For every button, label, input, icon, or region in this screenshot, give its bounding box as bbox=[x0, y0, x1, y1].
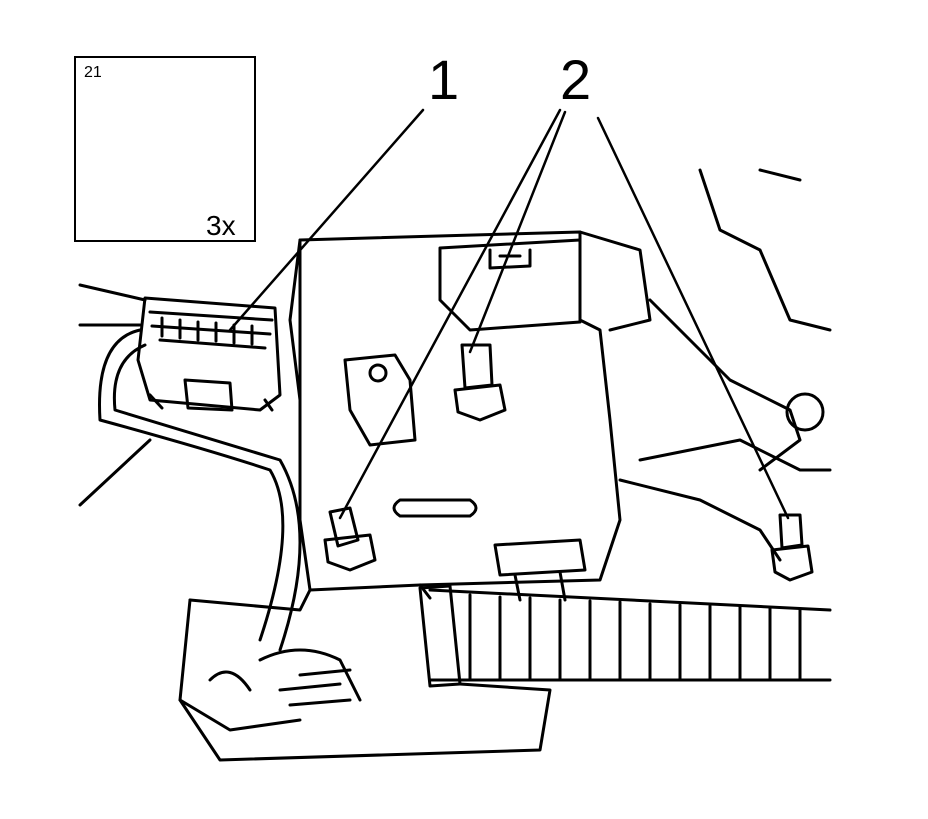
leader-line-1 bbox=[228, 108, 425, 332]
connector-wires bbox=[78, 283, 302, 652]
stud-nut-right bbox=[770, 513, 814, 582]
electrical-connector bbox=[136, 296, 282, 412]
bracket-tab bbox=[343, 353, 417, 447]
wiring-harness-conduit bbox=[418, 538, 832, 688]
lower-housing bbox=[178, 598, 552, 762]
control-module-housing bbox=[438, 238, 582, 332]
stud-nut-left bbox=[323, 506, 377, 572]
leader-lines-2 bbox=[338, 108, 790, 520]
callout-2: 2 bbox=[560, 48, 592, 111]
quantity-label: 3x bbox=[206, 210, 236, 241]
part-inset-box bbox=[74, 56, 256, 242]
right-bracket bbox=[618, 168, 832, 562]
callout-1: 1 bbox=[428, 48, 460, 111]
part-code-label: 21 bbox=[84, 64, 102, 81]
stud-nut-center bbox=[453, 343, 507, 422]
bracket-slot bbox=[392, 498, 478, 518]
